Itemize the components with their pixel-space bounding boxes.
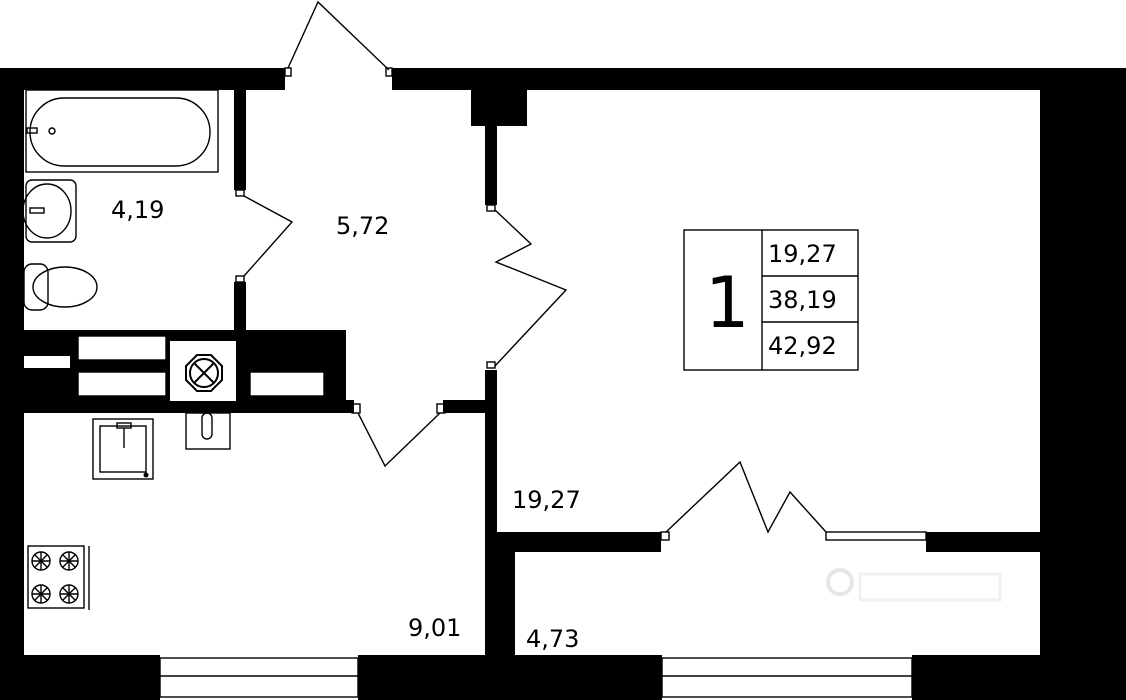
apartment-info-box: 1 19,27 38,19 42,92	[683, 229, 859, 371]
watermark-logo	[826, 568, 1002, 602]
stove	[27, 545, 90, 610]
total-with-balcony-value: 42,92	[768, 332, 837, 360]
balcony-area-label: 4,73	[526, 625, 579, 653]
ventilation-shafts	[24, 335, 325, 401]
doors	[234, 0, 827, 541]
kitchen-area-label: 9,01	[408, 614, 461, 642]
walls	[0, 68, 1126, 700]
bathroom-area-label: 4,19	[111, 196, 164, 224]
living-room-area-label: 19,27	[512, 486, 581, 514]
hallway-area-label: 5,72	[336, 212, 389, 240]
kitchen-sink	[92, 418, 154, 480]
ventilation-icon	[185, 354, 223, 392]
bathtub	[25, 89, 219, 173]
washbasin	[22, 179, 77, 243]
total-area-value: 38,19	[768, 286, 837, 314]
living-area-value: 19,27	[768, 240, 837, 268]
water-heater	[185, 412, 231, 450]
rooms-count: 1	[705, 262, 750, 344]
windows	[159, 531, 927, 700]
toilet	[23, 263, 98, 311]
